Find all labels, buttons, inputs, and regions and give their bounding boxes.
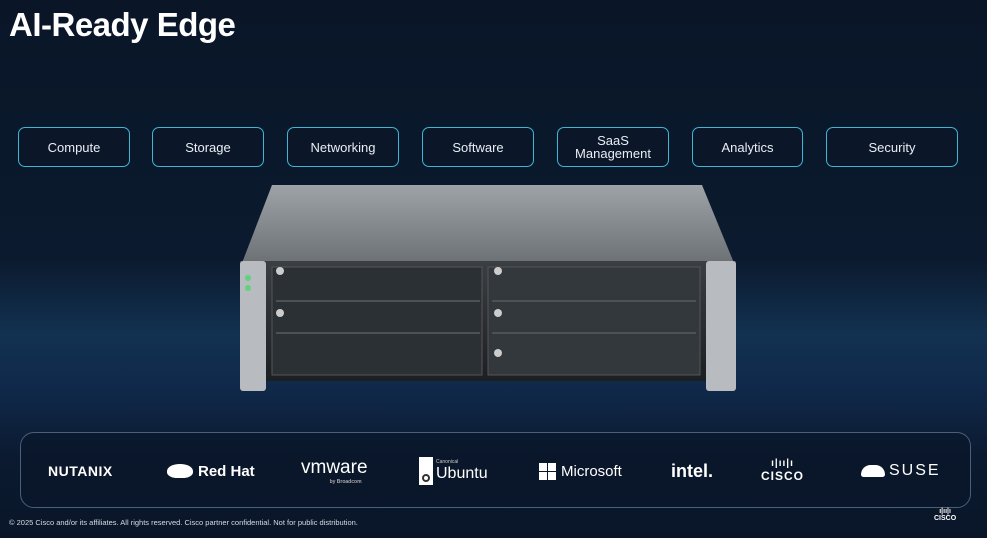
partner-logos-panel: NUTANIX Red Hat vmware by Broadcom Canon… (20, 432, 971, 508)
server-left-bay (271, 266, 483, 376)
ubuntu-icon (419, 457, 433, 485)
server-left-handle (240, 261, 266, 391)
server-status-led-icon (245, 275, 251, 291)
server-right-handle (706, 261, 736, 391)
redhat-text: Red Hat (198, 462, 255, 480)
vmware-logo: vmware by Broadcom (301, 433, 368, 509)
pill-storage: Storage (152, 127, 264, 167)
microsoft-windows-icon (539, 462, 556, 480)
suse-logo: SUSE (861, 433, 941, 509)
corner-cisco-text: CISCO (934, 515, 957, 522)
suse-chameleon-icon (861, 465, 885, 477)
cisco-logo: ı|ıı|ı CISCO (761, 433, 804, 509)
server-image (240, 185, 736, 391)
cisco-bars-icon: ı|ıı|ı (771, 458, 794, 469)
vmware-text: vmware (301, 457, 368, 478)
redhat-logo: Red Hat (167, 433, 255, 509)
microsoft-text: Microsoft (561, 462, 622, 480)
cisco-bars-icon: ı|ıı|ı (939, 508, 951, 515)
server-right-bay (487, 266, 701, 376)
server-slot-dividers (276, 300, 696, 334)
vmware-subtext: by Broadcom (329, 479, 362, 485)
ubuntu-wordmark: Canonical Ubuntu (436, 459, 488, 483)
ubuntu-subtext: Canonical (436, 459, 459, 465)
cisco-text: CISCO (761, 469, 805, 483)
pill-software: Software (422, 127, 534, 167)
pill-networking: Networking (287, 127, 399, 167)
nutanix-logo: NUTANIX (48, 463, 113, 479)
server-top-cover (242, 185, 734, 263)
microsoft-logo: Microsoft (539, 433, 622, 509)
copyright-footer: © 2025 Cisco and/or its affiliates. All … (9, 518, 358, 527)
server-thumbscrews (276, 267, 502, 357)
suse-text: SUSE (889, 462, 941, 479)
pill-compute: Compute (18, 127, 130, 167)
pill-security: Security (826, 127, 958, 167)
corner-cisco-logo: ı|ıı|ı CISCO (934, 508, 956, 522)
intel-logo: intel. (671, 460, 714, 481)
ubuntu-logo: Canonical Ubuntu (419, 433, 488, 509)
pill-analytics: Analytics (692, 127, 803, 167)
ubuntu-text: Ubuntu (436, 465, 488, 482)
pill-saas-management: SaaS Management (557, 127, 669, 167)
redhat-hat-icon (167, 464, 193, 478)
slide-title: AI-Ready Edge (9, 6, 236, 43)
